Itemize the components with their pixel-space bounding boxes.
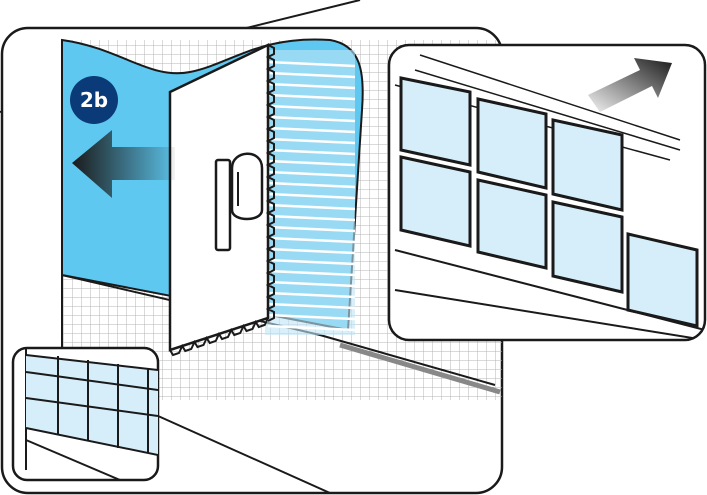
tile-placement-inset xyxy=(389,45,705,340)
notched-trowel-icon xyxy=(170,45,274,355)
finished-tiles-inset xyxy=(13,348,158,480)
step-label: 2b xyxy=(80,88,108,112)
step-badge: 2b xyxy=(70,76,118,124)
